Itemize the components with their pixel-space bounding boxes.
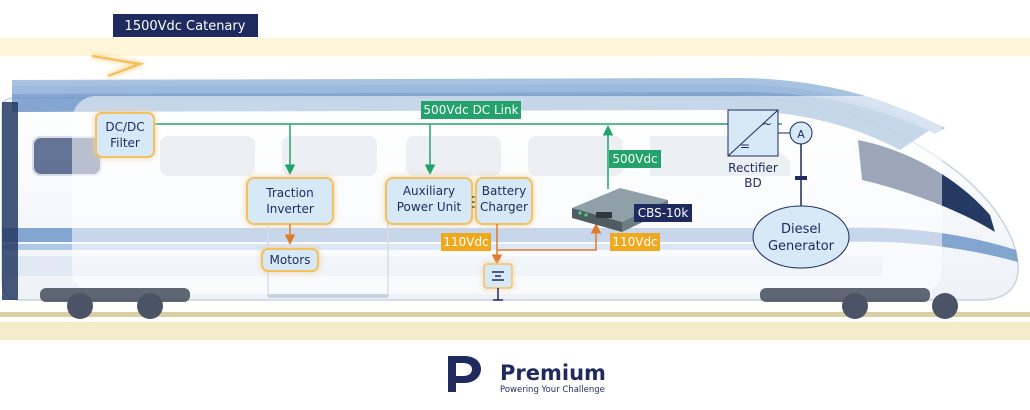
v110-left-tag: 110Vdc: [441, 233, 491, 251]
v110-right-label: 110Vdc: [612, 235, 657, 249]
motors-box: Motors: [261, 248, 319, 272]
battery-charger-box: Battery Charger: [475, 177, 533, 225]
dc-link-label: 500Vdc DC Link: [423, 103, 518, 117]
premium-logo: Premium Powering Your Challenge: [448, 356, 606, 395]
dcdc-filter-line1: DC/DC: [105, 120, 144, 134]
catenary-label: 1500Vdc Catenary: [125, 19, 246, 34]
dc-link-tag: 500Vdc DC Link: [421, 101, 521, 119]
diesel-generator-line1: Diesel: [781, 222, 821, 237]
network-110v: [491, 223, 602, 265]
diesel-generator: Diesel Generator: [752, 205, 850, 269]
traction-inverter-line2: Inverter: [266, 202, 314, 216]
v500-tag: 500Vdc: [609, 150, 661, 168]
battery-charger-line1: Battery: [482, 184, 526, 198]
motors-label: Motors: [270, 253, 311, 267]
aux-power-unit-box: Auxiliary Power Unit: [385, 177, 473, 225]
diesel-generator-line2: Generator: [768, 239, 835, 254]
rectifier-line2: BD: [744, 176, 761, 190]
cbs-label: CBS-10k: [638, 206, 689, 220]
rectifier-ac-symbol: ~: [762, 117, 772, 131]
traction-inverter-box: Traction Inverter: [246, 177, 334, 225]
rectifier-dc-symbol: =: [740, 139, 750, 153]
dcdc-filter-box: DC/DC Filter: [95, 112, 155, 158]
battery-icon: [483, 263, 513, 301]
alternator-label: A: [797, 128, 805, 141]
rectifier-box: = ~ Rectifier BD: [727, 109, 779, 190]
v110-left-label: 110Vdc: [443, 235, 488, 249]
brand-tagline: Powering Your Challenge: [500, 385, 605, 395]
traction-inverter-line1: Traction: [265, 186, 313, 200]
bogies: [40, 288, 958, 319]
alternator-symbol: A: [789, 121, 813, 145]
ground-strip: [0, 322, 1030, 340]
rectifier-line1: Rectifier: [728, 161, 778, 175]
premium-logo-mark: [448, 356, 481, 392]
apu-line2: Power Unit: [397, 200, 462, 214]
battery-charger-line2: Charger: [480, 200, 528, 214]
footer-area: [0, 340, 1030, 410]
catenary-tag: 1500Vdc Catenary: [113, 14, 258, 37]
v110-right-tag: 110Vdc: [610, 233, 660, 251]
brand-name: Premium: [500, 361, 606, 385]
rail: [0, 312, 1030, 317]
apu-line1: Auxiliary: [403, 184, 455, 198]
v500-label: 500Vdc: [612, 152, 657, 166]
pantograph: [90, 54, 145, 300]
dcdc-filter-line2: Filter: [110, 136, 140, 150]
cbs-tag: CBS-10k: [634, 204, 692, 222]
